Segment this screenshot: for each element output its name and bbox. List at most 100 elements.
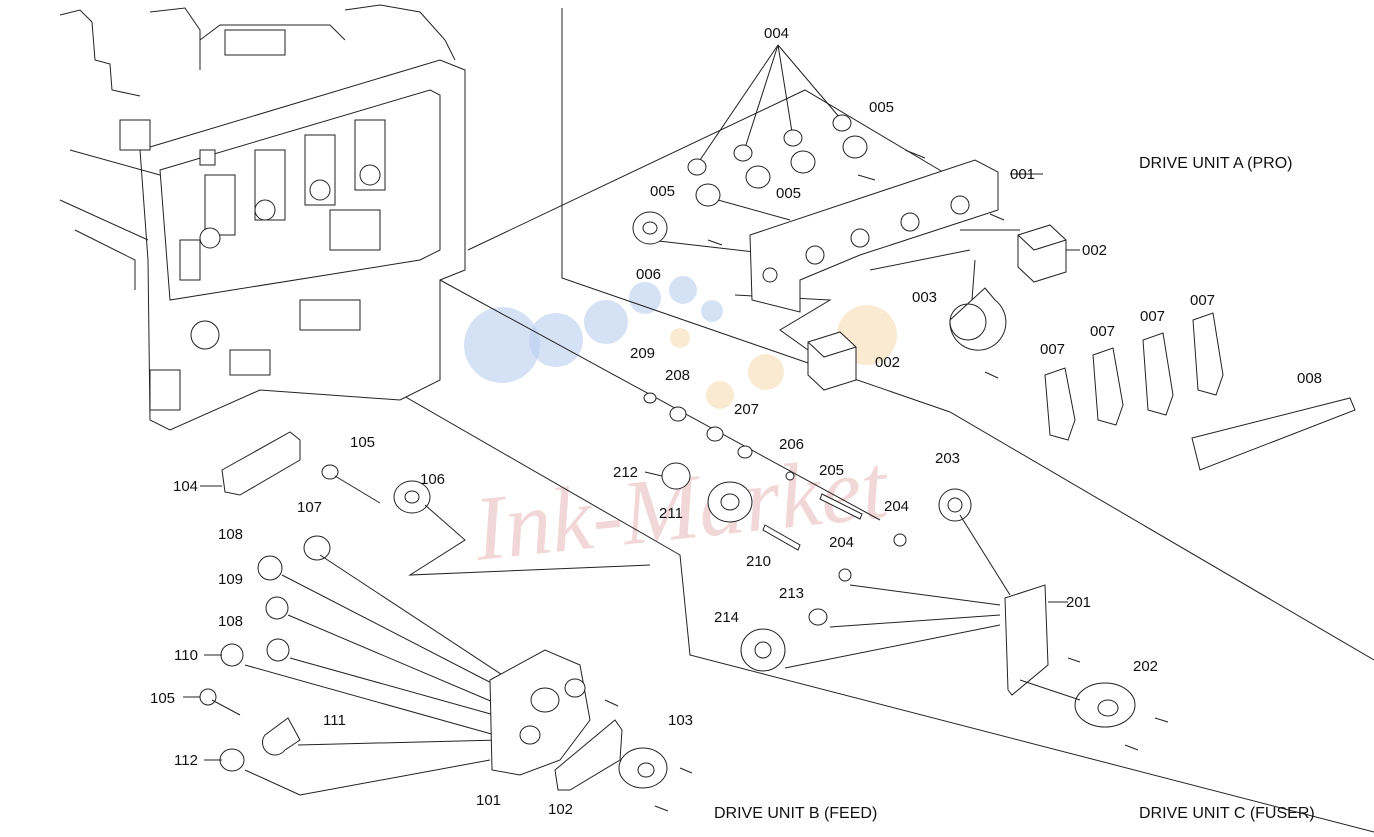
callout-212: 212 <box>613 464 638 481</box>
motor-103-hub <box>637 762 655 778</box>
watermark-dot <box>670 328 690 348</box>
callout-106: 106 <box>420 471 445 488</box>
leader-line <box>777 44 793 133</box>
fan-cable <box>971 259 976 301</box>
leader-line <box>299 759 491 796</box>
callout-105: 105 <box>350 434 375 451</box>
callout-007: 007 <box>1040 341 1065 358</box>
callout-101: 101 <box>476 792 501 809</box>
motor-edge <box>1017 234 1067 251</box>
callout-003: 003 <box>912 289 937 306</box>
callout-208: 208 <box>665 367 690 384</box>
leader-line <box>319 554 511 681</box>
plate-hole <box>950 195 970 215</box>
screw <box>679 767 693 774</box>
fan-003 <box>949 287 1007 351</box>
callout-005: 005 <box>776 185 801 202</box>
gear-214-hub <box>754 641 772 659</box>
gear-005 <box>790 150 816 174</box>
callout-111: 111 <box>323 712 346 729</box>
callout-002: 002 <box>875 354 900 371</box>
section-titles: DRIVE UNIT A (PRO) DRIVE UNIT B (FEED) D… <box>714 155 1315 822</box>
bracket-plate-001 <box>749 159 999 313</box>
callout-007: 007 <box>1140 308 1165 325</box>
leader-line <box>744 44 779 149</box>
callout-202: 202 <box>1133 658 1158 675</box>
washer-206 <box>785 471 795 481</box>
gear-unit-gear <box>530 687 560 713</box>
plate-hole <box>850 228 870 248</box>
shaft-105 <box>334 475 381 504</box>
callout-204: 204 <box>884 498 909 515</box>
bearing-004 <box>832 114 852 132</box>
ring-209 <box>643 392 657 404</box>
callout-001: 001 <box>1010 166 1035 183</box>
watermark-dot <box>701 300 723 322</box>
bearing-004 <box>733 144 753 162</box>
motor-edge <box>807 341 857 358</box>
gear-112 <box>219 748 245 772</box>
callout-102: 102 <box>548 801 573 818</box>
gear-110 <box>220 643 244 667</box>
shaft-210 <box>762 524 801 551</box>
callout-103: 103 <box>668 712 693 729</box>
leader-line <box>869 249 971 271</box>
gear-unit-gear <box>564 678 586 698</box>
callout-110: 110 <box>174 647 198 664</box>
motor-202-hub <box>1097 699 1119 717</box>
callout-002: 002 <box>1082 242 1107 259</box>
plate-hole <box>900 212 920 232</box>
bearing-208 <box>669 406 687 422</box>
sensor-007 <box>1192 312 1224 396</box>
callout-008: 008 <box>1297 370 1322 387</box>
callout-210: 210 <box>746 553 771 570</box>
leader-line <box>959 514 1011 596</box>
bracket-104 <box>221 431 301 496</box>
gear-005 <box>842 135 868 159</box>
bearing-004 <box>687 158 707 176</box>
plate-102 <box>554 719 623 791</box>
gear-005 <box>745 165 771 189</box>
callout-206: 206 <box>779 436 804 453</box>
divider-a <box>561 8 1374 661</box>
leader-line <box>829 614 1001 628</box>
gear-107 <box>303 535 331 561</box>
callout-213: 213 <box>779 585 804 602</box>
callout-201: 201 <box>1066 594 1091 611</box>
screw <box>989 213 1005 221</box>
bearing-207 <box>706 426 724 442</box>
shaft-axis-line <box>439 279 881 521</box>
callout-104: 104 <box>173 478 198 495</box>
callout-209: 209 <box>630 345 655 362</box>
gear-108 <box>266 638 290 662</box>
callout-107: 107 <box>297 499 322 516</box>
callout-105: 105 <box>150 690 175 707</box>
leader-line <box>784 624 1001 669</box>
sensor-007 <box>1044 367 1076 441</box>
sensor-007 <box>1142 332 1174 416</box>
section-dividers <box>349 8 1374 833</box>
coupling-204 <box>838 568 852 582</box>
leader-line <box>408 504 651 576</box>
callout-007: 007 <box>1090 323 1115 340</box>
sensor-007 <box>1092 347 1124 426</box>
leader-line <box>297 739 501 746</box>
drive-unit-b <box>199 431 693 812</box>
motor-002 <box>1017 224 1067 283</box>
drive-unit-a <box>467 44 1356 471</box>
gear-unit-gear <box>519 725 541 745</box>
gear-005 <box>695 183 721 207</box>
clutch-106-hub <box>404 490 420 504</box>
watermark-dot <box>669 276 697 304</box>
gear-108 <box>257 555 283 581</box>
section-title-drive-a: DRIVE UNIT A (PRO) <box>1139 155 1293 172</box>
leader-line <box>849 584 1001 606</box>
leader-line <box>244 769 301 796</box>
callout-007: 007 <box>1190 292 1215 309</box>
leader-line <box>699 44 779 161</box>
callout-214: 214 <box>714 609 739 626</box>
drive-unit-c-upper <box>439 279 1169 751</box>
watermark-dot <box>529 313 583 367</box>
shaft-205 <box>819 493 863 520</box>
board-008 <box>1191 397 1356 471</box>
